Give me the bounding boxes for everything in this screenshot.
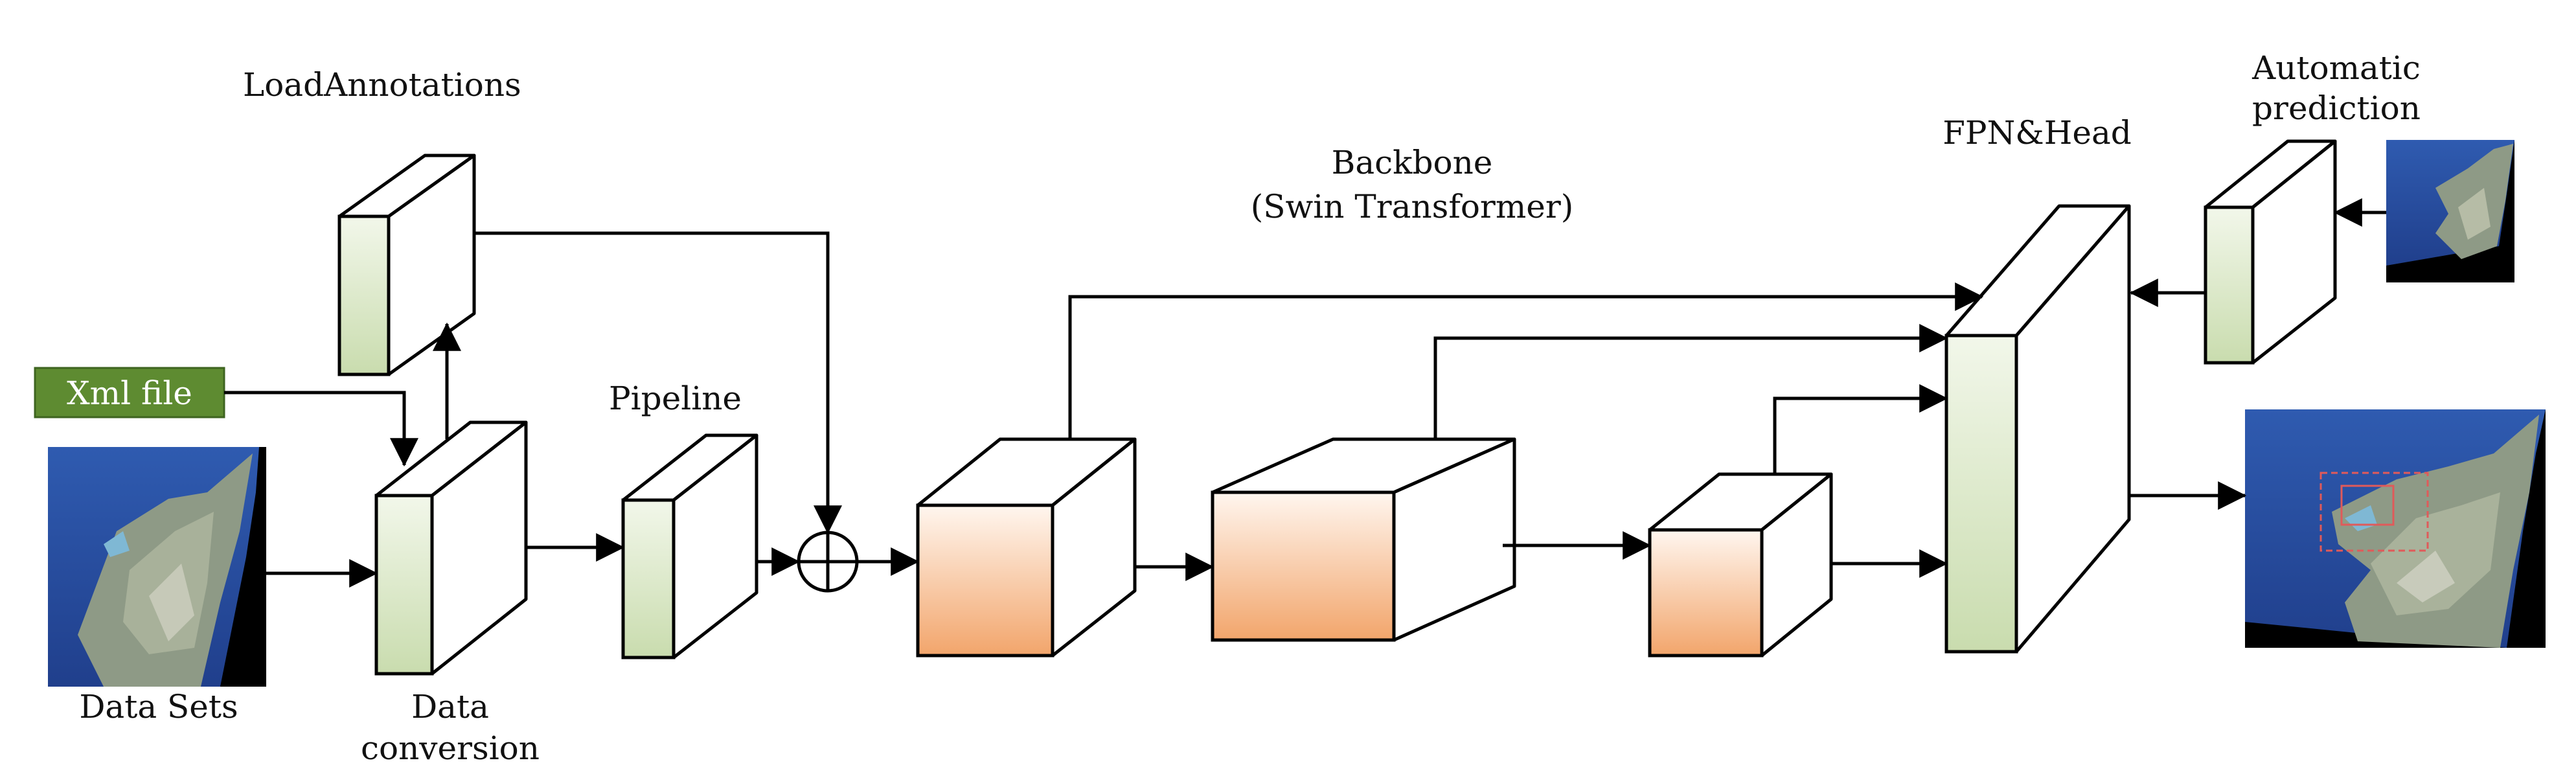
load-annotations-block: [337, 154, 476, 376]
edge-stage3-skip-to-fpn: [1773, 384, 1948, 474]
backbone-stage-3-block: [1648, 472, 1833, 658]
detection-box-inner: [2340, 485, 2395, 526]
edge-annotations-to-sum: [474, 231, 842, 534]
xml-file-badge: Xml file: [34, 367, 225, 418]
edge-stage2-skip-to-fpn: [1433, 324, 1948, 439]
automatic-prediction-block: [2204, 139, 2337, 365]
xml-file-label: Xml file: [67, 374, 192, 412]
backbone-stage-2-block: [1211, 437, 1516, 642]
data-conversion-block: [374, 420, 528, 676]
pipeline-label: Pipeline: [609, 380, 742, 417]
fpn-head-block: [1944, 204, 2131, 654]
prediction-satellite-image: [2386, 140, 2514, 282]
edge-stage1-skip-to-fpn: [1068, 282, 1984, 439]
data-sets-label: Data Sets: [79, 688, 238, 726]
backbone-label-line2: (Swin Transformer): [1251, 188, 1574, 225]
automatic-prediction-label-line1: Automatic: [2251, 49, 2421, 87]
output-satellite-image: [2245, 409, 2546, 648]
automatic-prediction-label-line2: prediction: [2252, 89, 2421, 127]
circle-plus-icon: [797, 531, 859, 593]
fpn-head-label: FPN&Head: [1943, 114, 2132, 152]
data-conversion-label-line2: conversion: [361, 729, 540, 767]
detection-box: [2320, 472, 2429, 552]
edge-xml-to-conversion: [224, 391, 418, 467]
input-satellite-image: [48, 447, 266, 687]
backbone-stage-1-block: [916, 437, 1137, 658]
data-conversion-label-line1: Data: [411, 688, 489, 726]
backbone-label-line1: Backbone: [1332, 144, 1493, 181]
pipeline-block: [621, 433, 758, 659]
load-annotations-label: LoadAnnotations: [243, 66, 521, 104]
